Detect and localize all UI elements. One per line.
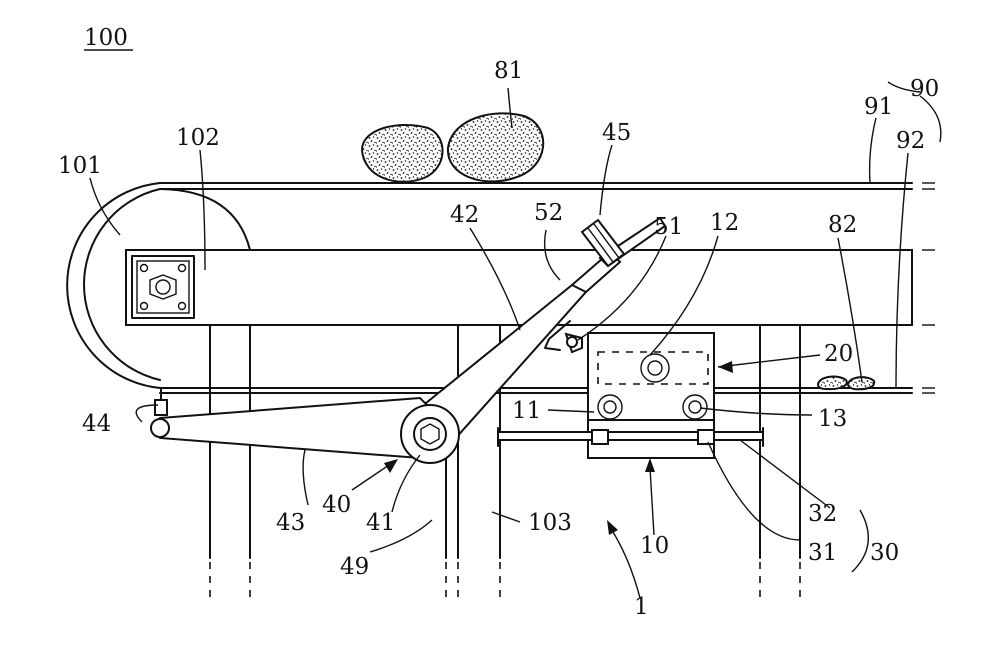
ref-45: 45 [602, 120, 631, 146]
ref-13: 13 [818, 406, 847, 432]
ref-11: 11 [512, 398, 541, 424]
ref-52: 52 [534, 200, 563, 226]
ref-10: 10 [640, 533, 669, 559]
ref-1: 1 [634, 594, 649, 620]
ref-40: 40 [322, 492, 351, 518]
ref-81: 81 [494, 58, 523, 84]
ref-20: 20 [824, 341, 853, 367]
ref-49: 49 [340, 554, 369, 580]
ref-44: 44 [82, 411, 111, 437]
ref-91: 91 [864, 94, 893, 120]
ref-100: 100 [84, 25, 128, 51]
ref-42: 42 [450, 202, 479, 228]
ref-12: 12 [710, 210, 739, 236]
ref-32: 32 [808, 501, 837, 527]
ref-92: 92 [896, 128, 925, 154]
ref-101: 101 [58, 153, 102, 179]
ref-90: 90 [910, 76, 939, 102]
pivot-51 [566, 334, 582, 352]
ref-41: 41 [366, 510, 395, 536]
ref-51: 51 [654, 214, 683, 240]
ref-31: 31 [808, 540, 837, 566]
ref-43: 43 [276, 510, 305, 536]
ref-103: 103 [528, 510, 572, 536]
ref-30: 30 [870, 540, 899, 566]
ref-102: 102 [176, 125, 220, 151]
rocks-81 [362, 113, 543, 181]
beam-102 [126, 250, 935, 325]
ref-82: 82 [828, 212, 857, 238]
